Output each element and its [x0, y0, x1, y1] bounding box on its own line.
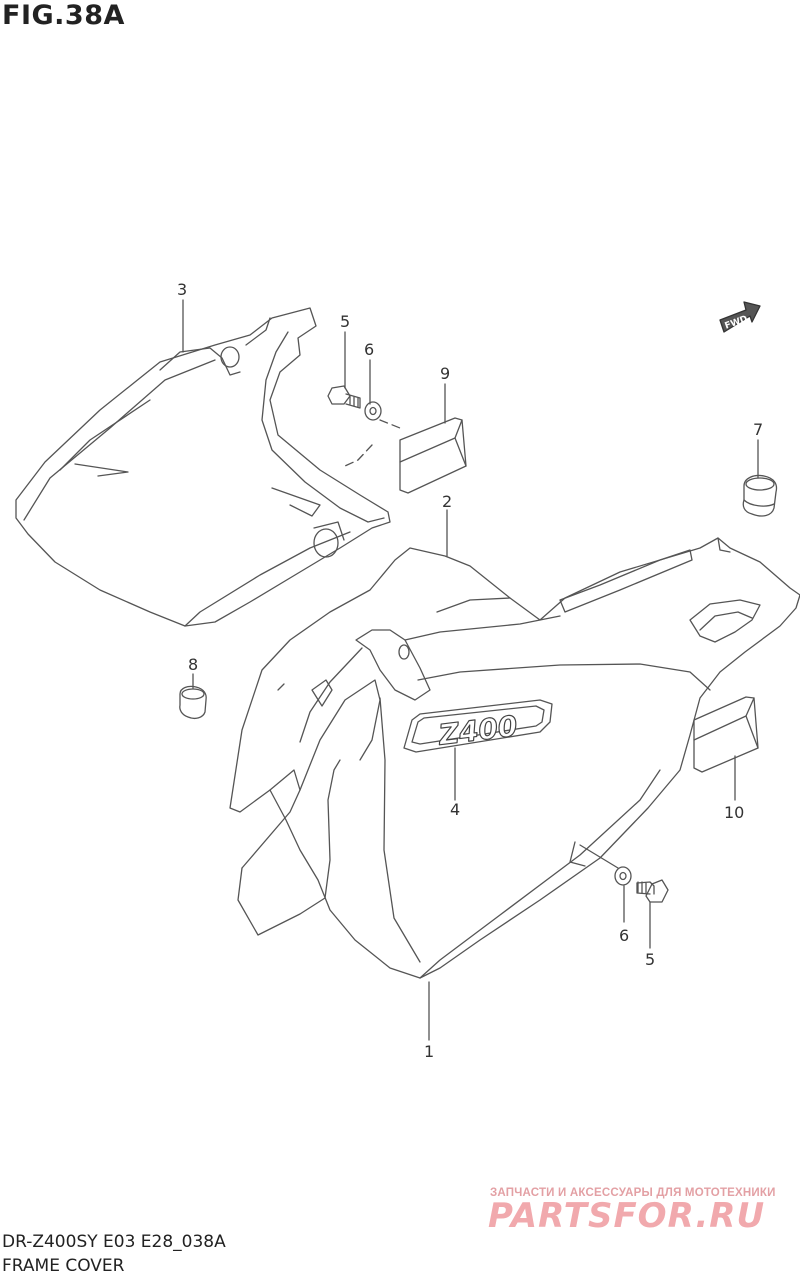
callout-5-lower: 5: [645, 950, 656, 969]
callout-2: 2: [442, 492, 453, 511]
washer-6-upper[interactable]: [364, 401, 382, 421]
bolt-5-upper[interactable]: [327, 385, 361, 409]
watermark-tagline: ЗАПЧАСТИ И АКСЕССУАРЫ ДЛЯ МОТОТЕХНИКИ: [490, 1187, 776, 1199]
callout-7: 7: [753, 420, 764, 439]
part-8-grommet[interactable]: [179, 685, 207, 719]
callout-4: 4: [450, 800, 461, 819]
watermark-logo: PARTSFOR.RU: [488, 1196, 766, 1236]
part-4-emblem[interactable]: Z400: [403, 699, 553, 753]
leader-lines: [182, 299, 759, 1041]
washer-6-lower[interactable]: [614, 866, 632, 886]
callout-1: 1: [424, 1042, 435, 1061]
callout-6-lower: 6: [619, 926, 630, 945]
callout-8: 8: [188, 655, 199, 674]
part-10-pad[interactable]: [693, 696, 759, 773]
callout-10: 10: [724, 803, 745, 822]
part-3-frame-cover-upper[interactable]: [15, 307, 391, 627]
callout-5: 5: [340, 312, 351, 331]
section-name: FRAME COVER: [2, 1256, 125, 1276]
callout-3: 3: [177, 280, 188, 299]
bolt-5-lower[interactable]: [636, 879, 669, 903]
part-9-pad[interactable]: [399, 417, 467, 494]
figure-title: FIG.38A: [2, 0, 125, 31]
callout-6: 6: [364, 340, 375, 359]
model-code: DR-Z400SY E03 E28_038A: [2, 1232, 226, 1252]
part-1-frame-cover-main[interactable]: [229, 537, 800, 979]
part-7-grommet[interactable]: [742, 474, 778, 517]
callout-9: 9: [440, 364, 451, 383]
fwd-arrow-icon: FWD: [719, 301, 761, 333]
